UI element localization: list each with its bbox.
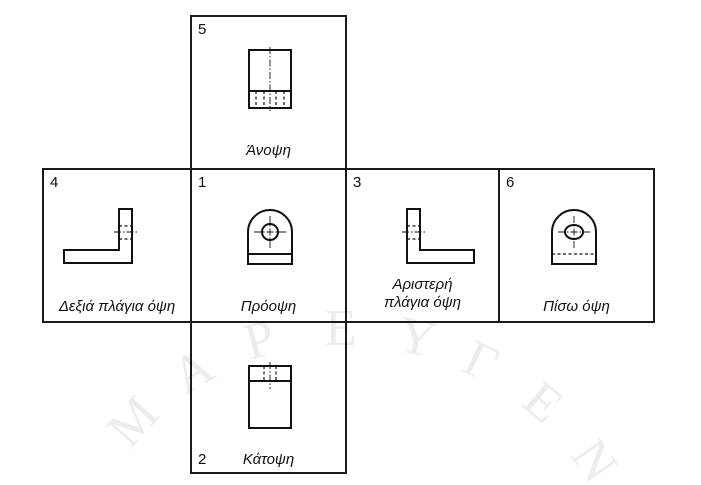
svg-text:Μ: Μ [97,386,170,459]
view-number: 1 [198,174,207,191]
top-view-drawing [248,47,292,111]
view-number: 5 [198,21,207,38]
view-label: Άνοψη [246,142,291,159]
view-number: 2 [198,451,207,468]
view-label: Πρόοψη [240,298,297,315]
view-label: Δεξιά πλάγια όψη [58,298,176,315]
left-side-view-drawing [402,208,475,264]
view-box-bottom: 2 Κάτοψη [190,321,347,474]
front-view-drawing [247,209,293,265]
svg-text:Ν: Ν [560,429,628,485]
view-label: Πίσω όψη [543,298,610,315]
back-view-drawing [551,209,597,265]
right-side-view-drawing [63,208,137,264]
view-number: 3 [353,174,362,191]
view-label: Κάτοψη [242,451,295,468]
svg-text:Ε: Ε [512,371,573,435]
view-label: Αριστερή πλάγια όψη [384,276,461,311]
view-number: 6 [506,174,515,191]
view-box-right-side: 4 Δεξιά πλάγια όψη [42,168,192,323]
bottom-view-drawing [248,362,292,429]
svg-text:Γ: Γ [455,330,507,394]
view-box-top: 5 Άνοψη [190,15,347,170]
svg-text:Ε: Ε [325,300,357,357]
view-number: 4 [50,174,59,191]
view-box-left-side: 3 Αριστερή πλάγια όψη [345,168,500,323]
view-box-front: 1 Πρόοψη [190,168,347,323]
view-box-back: 6 Πίσω όψη [498,168,655,323]
